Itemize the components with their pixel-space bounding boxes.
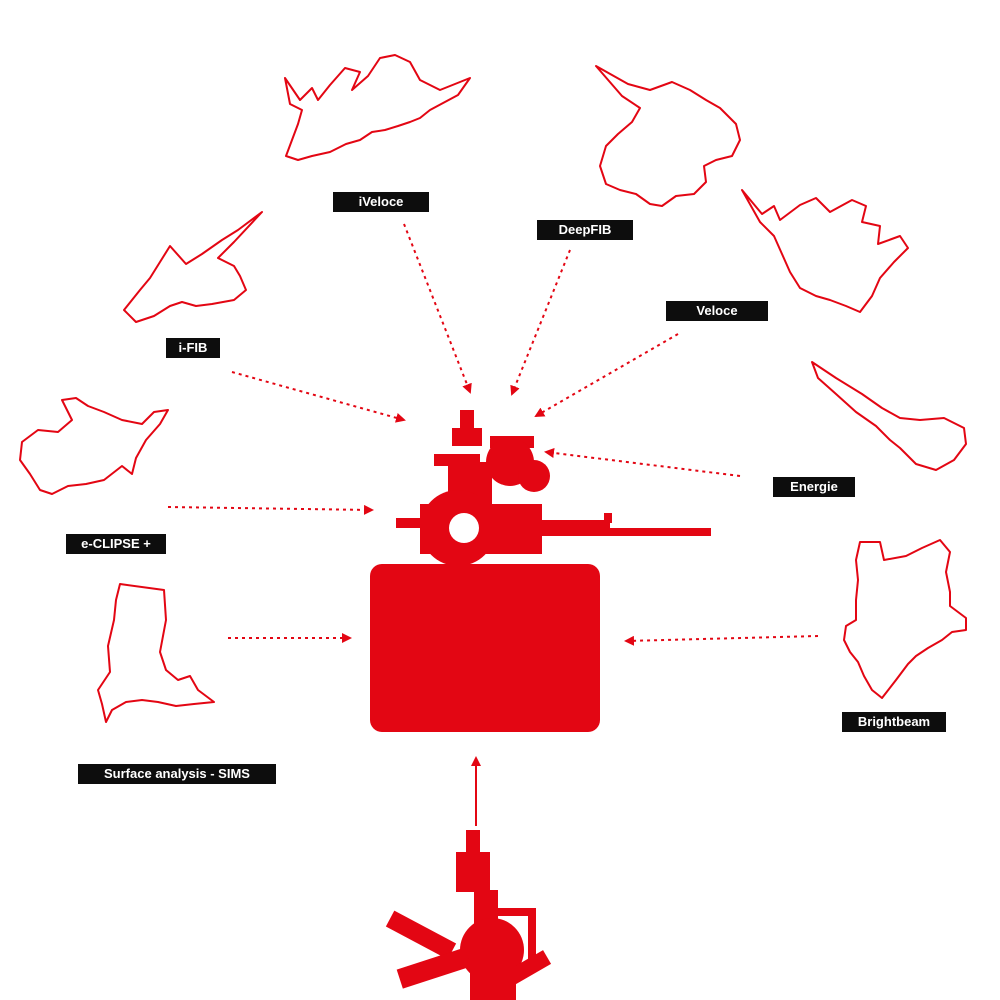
sims-module-outline	[97, 583, 215, 723]
base-instrument	[385, 830, 552, 1000]
eclipse-module-outline	[19, 397, 169, 495]
label-deepfib: DeepFIB	[537, 220, 633, 240]
arrow-energie	[544, 448, 741, 477]
label-ifib: i-FIB	[166, 338, 220, 358]
label-eclipse: e-CLIPSE +	[66, 534, 166, 554]
arrow-veloce	[534, 333, 679, 418]
veloce-module-outline	[741, 189, 909, 313]
label-brightbeam: Brightbeam	[842, 712, 946, 732]
energie-module-outline	[811, 361, 967, 471]
label-veloce: Veloce	[666, 301, 768, 321]
label-iveloce: iVeloce	[333, 192, 429, 212]
label-energie: Energie	[773, 477, 855, 497]
central-instrument	[370, 410, 711, 732]
iveloce-module-outline	[284, 54, 471, 161]
arrow-iveloce	[403, 223, 472, 394]
ifib-module-outline	[123, 211, 263, 323]
deepfib-module-outline	[595, 65, 741, 207]
arrow-eclipse	[167, 504, 374, 515]
arrow-ifib	[231, 371, 406, 423]
label-sims: Surface analysis - SIMS	[78, 764, 276, 784]
arrow-brightbeam	[624, 635, 819, 646]
brightbeam-module-outline	[843, 539, 967, 699]
arrow-deepfib	[510, 249, 571, 396]
connector-arrows	[167, 223, 819, 826]
